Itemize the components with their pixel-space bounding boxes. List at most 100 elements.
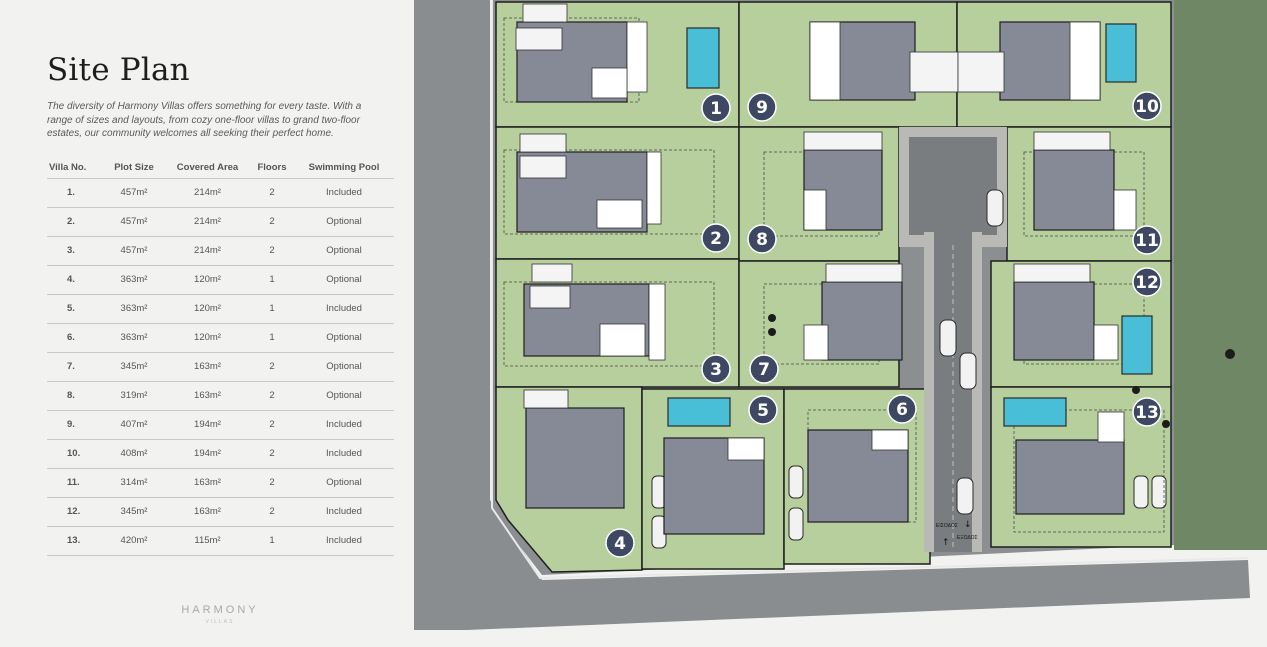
terrace <box>1113 189 1137 231</box>
pool-13 <box>1003 397 1067 427</box>
plot-badge-label: 5 <box>757 401 769 421</box>
table-cell: 120m² <box>165 323 250 353</box>
table-cell: Optional <box>294 468 394 498</box>
carport <box>519 155 567 179</box>
table-cell: 163m² <box>165 352 250 382</box>
table-cell: 163m² <box>165 497 250 527</box>
table-cell: 2 <box>250 352 294 382</box>
table-cell: 457m² <box>103 207 165 237</box>
road-label-exit: ΕΞΟΔΟΣ <box>957 535 978 541</box>
table-cell: 2 <box>250 439 294 469</box>
table-cell: Optional <box>294 236 394 266</box>
road-cars <box>651 189 1167 549</box>
table-cell: 4. <box>47 265 103 295</box>
plot-badge: 12 <box>1132 267 1162 297</box>
carport <box>957 51 1005 93</box>
terrace <box>596 199 643 229</box>
plot-badge-label: 7 <box>758 360 770 380</box>
table-cell: Optional <box>294 352 394 382</box>
plot-badge-circle <box>887 394 917 424</box>
carports <box>515 3 1111 409</box>
terrace <box>591 67 628 99</box>
table-cell: 2. <box>47 207 103 237</box>
trees <box>768 314 1235 428</box>
terraces <box>591 21 1137 461</box>
table-cell: 163m² <box>165 468 250 498</box>
plot-badge-circle <box>605 528 635 558</box>
plot-badge-circle <box>701 93 731 123</box>
house-13 <box>1015 439 1125 515</box>
table-cell: 457m² <box>103 236 165 266</box>
plot-badge: 5 <box>748 395 778 425</box>
plot-badge: 4 <box>605 528 635 558</box>
table-cell: 214m² <box>165 177 250 208</box>
house-7 <box>821 281 903 361</box>
car <box>959 352 977 390</box>
table-cell: 2 <box>250 410 294 440</box>
house-4 <box>525 407 625 509</box>
table-cell: 11. <box>47 468 103 498</box>
tree <box>768 328 776 336</box>
plot-badge-label: 12 <box>1135 273 1159 293</box>
terrace <box>809 21 841 101</box>
table-cell: 3. <box>47 236 103 266</box>
table-cell: 1 <box>250 294 294 324</box>
table-cell: 8. <box>47 381 103 411</box>
info-panel: Site Plan The diversity of Harmony Villa… <box>0 0 410 647</box>
table-cell: 363m² <box>103 294 165 324</box>
tree <box>1132 386 1140 394</box>
table-cell: 345m² <box>103 352 165 382</box>
table-cell: 408m² <box>103 439 165 469</box>
terrace <box>1097 411 1125 443</box>
right-verge <box>1174 0 1267 550</box>
table-cell: 5. <box>47 294 103 324</box>
brand-logo: HARMONY <box>181 604 259 616</box>
plot-badge: 9 <box>747 92 777 122</box>
table-cell: 120m² <box>165 294 250 324</box>
table-cell: 1 <box>250 526 294 556</box>
table-cell: 115m² <box>165 526 250 556</box>
plot-badge: 10 <box>1132 91 1162 121</box>
plot-badge: 6 <box>887 394 917 424</box>
plot-badge-circle <box>1132 225 1162 255</box>
carport <box>803 131 883 151</box>
pools <box>667 23 1153 427</box>
table-cell: 363m² <box>103 265 165 295</box>
plot-badge-circle <box>1132 397 1162 427</box>
header-plot-size: Plot Size <box>114 162 154 174</box>
table-cell: 12. <box>47 497 103 527</box>
table-cell: 7. <box>47 352 103 382</box>
table-cell: Included <box>294 439 394 469</box>
table-cell: 407m² <box>103 410 165 440</box>
table-cell: 319m² <box>103 381 165 411</box>
plot-badge-label: 2 <box>710 229 722 249</box>
table-cell: 9. <box>47 410 103 440</box>
terrace <box>803 324 829 361</box>
plot-badge-circle <box>701 354 731 384</box>
carport <box>529 285 571 309</box>
terrace <box>599 323 646 357</box>
table-cell: Included <box>294 294 394 324</box>
site-plan-map: ΕΙΣΟΔΟΣ ΕΞΟΔΟΣ ↑ ↓ <box>412 0 1267 647</box>
table-cell: 363m² <box>103 323 165 353</box>
pool-5 <box>667 397 731 427</box>
header-swimming-pool: Swimming Pool <box>308 162 380 174</box>
table-cell: Included <box>294 497 394 527</box>
page-title: Site Plan <box>47 52 190 88</box>
carport <box>1033 131 1111 151</box>
carport <box>515 27 563 51</box>
carport <box>825 263 903 283</box>
table-cell: 2 <box>250 468 294 498</box>
table-cell: 214m² <box>165 207 250 237</box>
plot-badge: 7 <box>749 354 779 384</box>
header-floors: Floors <box>257 162 287 174</box>
plot-badge-circle <box>1132 267 1162 297</box>
table-cell: 6. <box>47 323 103 353</box>
terrace <box>727 437 765 461</box>
carport <box>522 3 568 23</box>
